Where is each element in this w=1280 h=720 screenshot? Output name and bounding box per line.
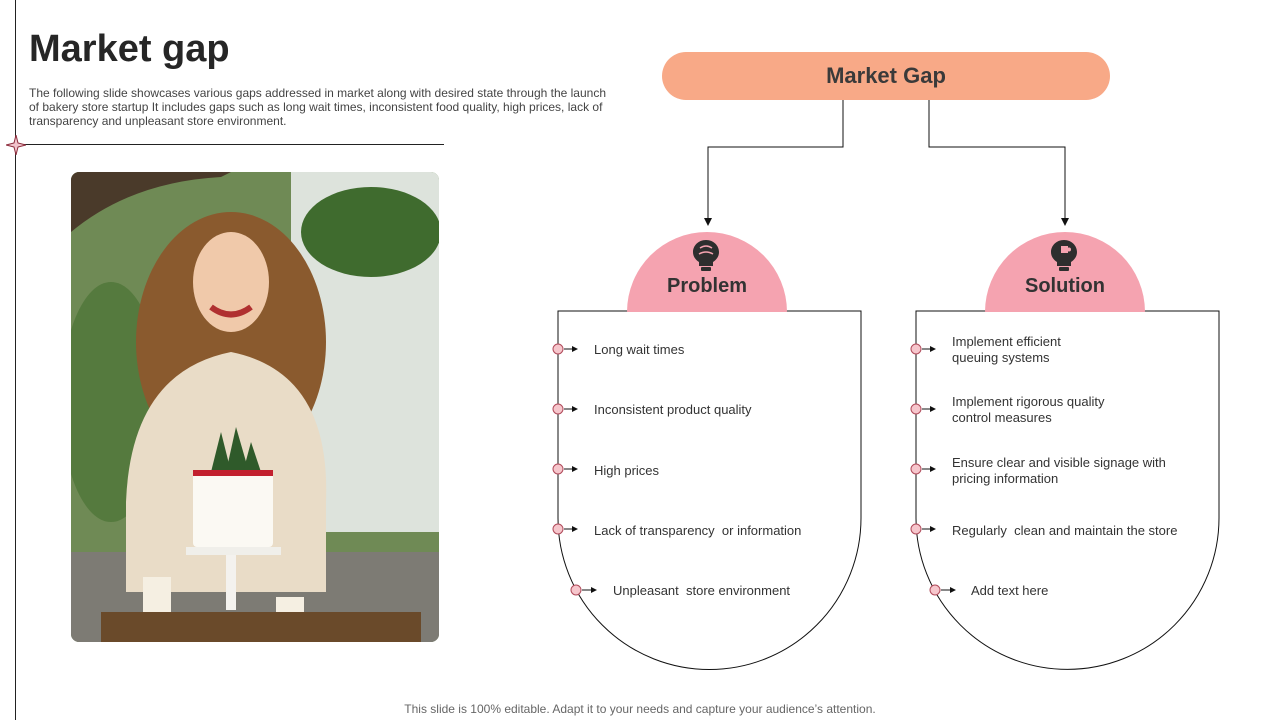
problem-item: Lack of transparency or information: [594, 523, 802, 538]
sparkle-icon: [6, 135, 26, 155]
bakery-photo: [71, 172, 439, 642]
slide-title: Market gap: [29, 28, 230, 70]
brain-lightbulb-icon: [693, 240, 719, 271]
slide-description: The following slide showcases various ga…: [29, 86, 606, 128]
title-underline-rule: [15, 144, 444, 145]
solution-item: Implement efficient queuing systems: [952, 334, 1061, 365]
solution-item: Ensure clear and visible signage with pr…: [952, 455, 1166, 486]
problem-title: Problem: [666, 275, 748, 297]
problem-item: Long wait times: [594, 342, 685, 357]
problem-item: Inconsistent product quality: [594, 402, 752, 417]
solution-title: Solution: [1025, 275, 1105, 297]
left-vertical-rule: [15, 0, 16, 720]
solution-item[interactable]: Add text here: [971, 583, 1049, 598]
problem-item: High prices: [594, 463, 660, 478]
solution-item: Implement rigorous quality control measu…: [952, 394, 1105, 425]
solution-item: Regularly clean and maintain the store: [952, 523, 1178, 538]
puzzle-lightbulb-icon: [1051, 240, 1077, 271]
slide-footer-note: This slide is 100% editable. Adapt it to…: [404, 702, 876, 716]
problem-item: Unpleasant store environment: [613, 583, 791, 598]
market-gap-root: Market Gap: [662, 52, 1110, 100]
